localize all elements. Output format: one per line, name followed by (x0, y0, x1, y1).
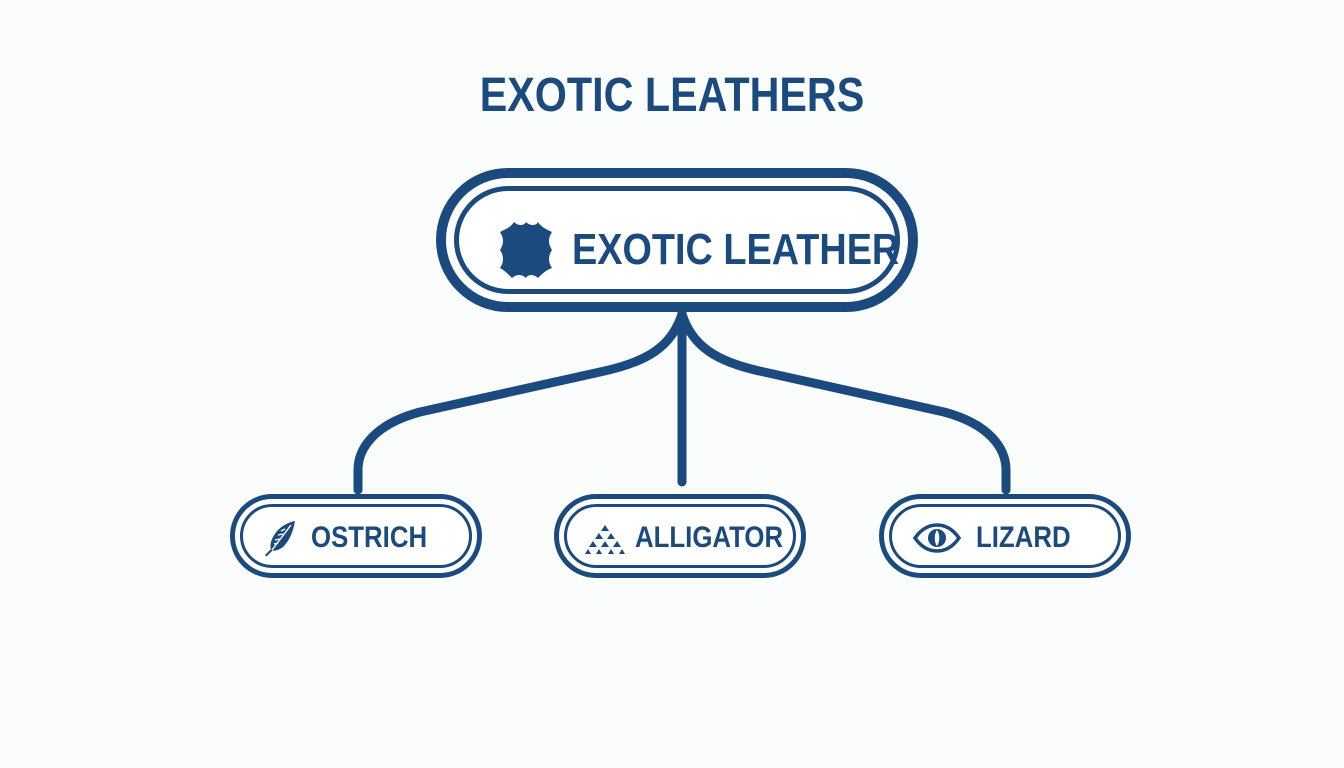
feather-icon (265, 521, 295, 557)
child-node-alligator: ALLIGATOR (554, 494, 806, 578)
scales-icon (585, 525, 625, 554)
root-node: EXOTIC LEATHER (436, 168, 918, 312)
root-node-inner-border (454, 186, 900, 294)
leather-hide-icon (500, 222, 552, 278)
child-node-inner-border (564, 504, 796, 568)
connector-to-ostrich (353, 309, 687, 495)
eye-icon (912, 523, 962, 553)
child-node-label: OSTRICH (311, 521, 428, 554)
child-node-inner-border (889, 504, 1121, 568)
child-node-lizard: LIZARD (879, 494, 1131, 578)
child-node-label: LIZARD (976, 521, 1071, 554)
child-node-label: ALLIGATOR (635, 521, 784, 554)
connector-to-lizard (677, 309, 1011, 495)
diagram-title: EXOTIC LEATHERS (479, 69, 865, 122)
child-node-inner-border (240, 504, 472, 568)
root-node-label: EXOTIC LEATHER (572, 225, 900, 274)
child-node-ostrich: OSTRICH (230, 494, 482, 578)
